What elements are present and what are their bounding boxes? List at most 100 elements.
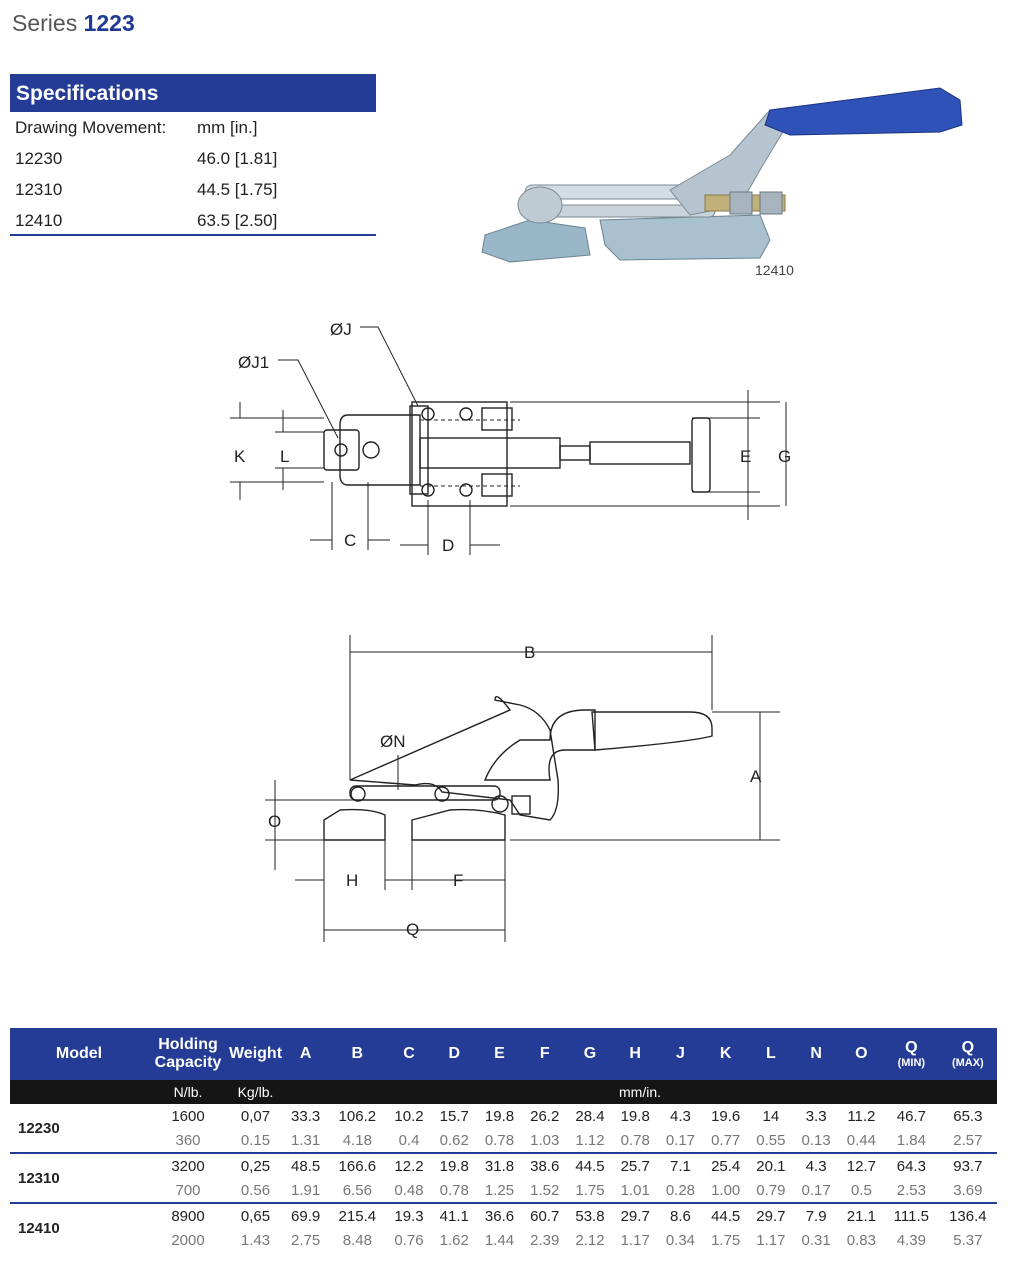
units-blank: [10, 1080, 148, 1104]
imperial-cell: 0.83: [846, 1231, 876, 1249]
metric-cell: 46.7: [896, 1107, 926, 1125]
metric-cell: 65.3: [953, 1107, 983, 1125]
metric-cell: 19.6: [711, 1107, 741, 1125]
metric-cell: 4.3: [793, 1152, 839, 1178]
metric-cell: 38.6: [522, 1152, 568, 1178]
imperial-cell: 1.00: [711, 1181, 741, 1199]
spec-key: Drawing Movement:: [15, 118, 167, 137]
specifications-divider: [10, 234, 376, 236]
top-view: [230, 326, 787, 555]
imperial-cell: 2.75: [291, 1231, 321, 1249]
header-q-max: Q(MAX): [938, 1028, 997, 1080]
metric-cell: 28.4: [575, 1107, 605, 1125]
metric-cell: 10.2: [394, 1107, 424, 1125]
metric-cell: 53.8: [567, 1202, 613, 1228]
label-l: L: [280, 447, 289, 466]
header-b: B: [328, 1028, 387, 1080]
imperial-cell: 0.17: [665, 1131, 696, 1149]
header-j: J: [657, 1028, 704, 1080]
imperial-cell: 3.69: [953, 1181, 983, 1199]
label-a: A: [750, 767, 762, 786]
imperial-cell: 0.31: [801, 1231, 831, 1249]
metric-cell: 26.2: [530, 1107, 560, 1125]
metric-cell: 48.5: [283, 1152, 329, 1178]
units-capacity: N/lb.: [148, 1080, 228, 1104]
metric-cell: 29.7: [748, 1202, 794, 1228]
spec-value: 44.5 [1.75]: [197, 180, 278, 199]
specifications-heading: Specifications: [10, 74, 376, 112]
metric-cell: 41.1: [431, 1202, 477, 1228]
metric-cell: 0,65: [228, 1202, 283, 1228]
header-model: Model: [10, 1028, 148, 1080]
imperial-cell: 0.78: [620, 1131, 650, 1149]
imperial-cell: 2.53: [896, 1181, 926, 1199]
page-title: Series 1223: [12, 10, 135, 37]
label-d: D: [442, 536, 454, 555]
metric-cell: 60.7: [522, 1202, 568, 1228]
imperial-cell: 2.12: [575, 1231, 605, 1249]
imperial-cell: 1.62: [439, 1231, 469, 1249]
imperial-cell: 0.78: [439, 1181, 469, 1199]
series-number: 1223: [83, 10, 135, 36]
imperial-cell: 0.15: [240, 1131, 271, 1149]
metric-cell: 7.9: [793, 1202, 839, 1228]
label-n: ØN: [380, 732, 406, 751]
imperial-cell: 0.77: [711, 1131, 741, 1149]
imperial-cell: 8.48: [342, 1231, 372, 1249]
dimensions-table: Model Holding Capacity Weight A B C D E …: [10, 1028, 997, 1252]
metric-cell: 12.7: [838, 1152, 884, 1178]
header-d: D: [431, 1028, 477, 1080]
specifications-table: Drawing Movement: mm [in.] 12230 46.0 [1…: [10, 112, 376, 236]
model-cell: 12310: [10, 1152, 148, 1203]
spec-key: 12310: [15, 180, 63, 199]
imperial-cell: 0.55: [756, 1131, 786, 1149]
metric-cell: 215.4: [328, 1202, 387, 1228]
metric-cell: 8900: [148, 1202, 228, 1228]
metric-cell: 8.6: [657, 1202, 704, 1228]
imperial-cell: 0.62: [439, 1131, 469, 1149]
metric-cell: 166.6: [328, 1152, 387, 1178]
metric-cell: 44.5: [567, 1152, 613, 1178]
label-h: H: [346, 871, 358, 890]
imperial-cell: 1.31: [291, 1131, 321, 1149]
imperial-cell: 1.03: [530, 1131, 560, 1149]
imperial-cell: 1.17: [620, 1231, 650, 1249]
imperial-cell: 0.78: [484, 1131, 515, 1149]
header-a: A: [283, 1028, 329, 1080]
imperial-cell: 0.28: [665, 1181, 696, 1199]
imperial-cell: 0.48: [394, 1181, 424, 1199]
header-o: O: [838, 1028, 884, 1080]
spec-key: 12410: [15, 211, 63, 230]
imperial-cell: 4.39: [896, 1231, 926, 1249]
metric-cell: 25.4: [703, 1152, 749, 1178]
metric-cell: 21.1: [838, 1202, 884, 1228]
spec-value: 63.5 [2.50]: [197, 211, 278, 230]
spec-value: 46.0 [1.81]: [197, 149, 278, 168]
header-q-max-note: (MAX): [951, 1057, 984, 1069]
header-h: H: [612, 1028, 658, 1080]
label-f: F: [453, 871, 463, 890]
imperial-cell: 1.17: [756, 1231, 786, 1249]
imperial-cell: 0.13: [801, 1131, 831, 1149]
imperial-cell: 2.39: [530, 1231, 560, 1249]
metric-cell: 0,07: [240, 1107, 271, 1125]
header-q-min-note: (MIN): [897, 1057, 926, 1069]
header-capacity: Holding Capacity: [148, 1028, 228, 1080]
table-header-row: Model Holding Capacity Weight A B C D E …: [10, 1028, 997, 1080]
photo-caption: 12410: [755, 262, 794, 278]
imperial-cell: 1.91: [291, 1181, 321, 1199]
metric-cell: 20.1: [748, 1152, 794, 1178]
metric-cell: 69.9: [283, 1202, 329, 1228]
metric-cell: 3200: [148, 1152, 228, 1178]
metric-cell: 106.2: [338, 1107, 377, 1125]
label-g: G: [778, 447, 791, 466]
imperial-cell: 0.79: [756, 1181, 786, 1199]
model-cell: 12230: [18, 1119, 60, 1137]
imperial-cell: 0.5: [850, 1181, 872, 1199]
imperial-cell: 0.56: [240, 1181, 271, 1199]
metric-cell: 4.3: [670, 1107, 691, 1125]
